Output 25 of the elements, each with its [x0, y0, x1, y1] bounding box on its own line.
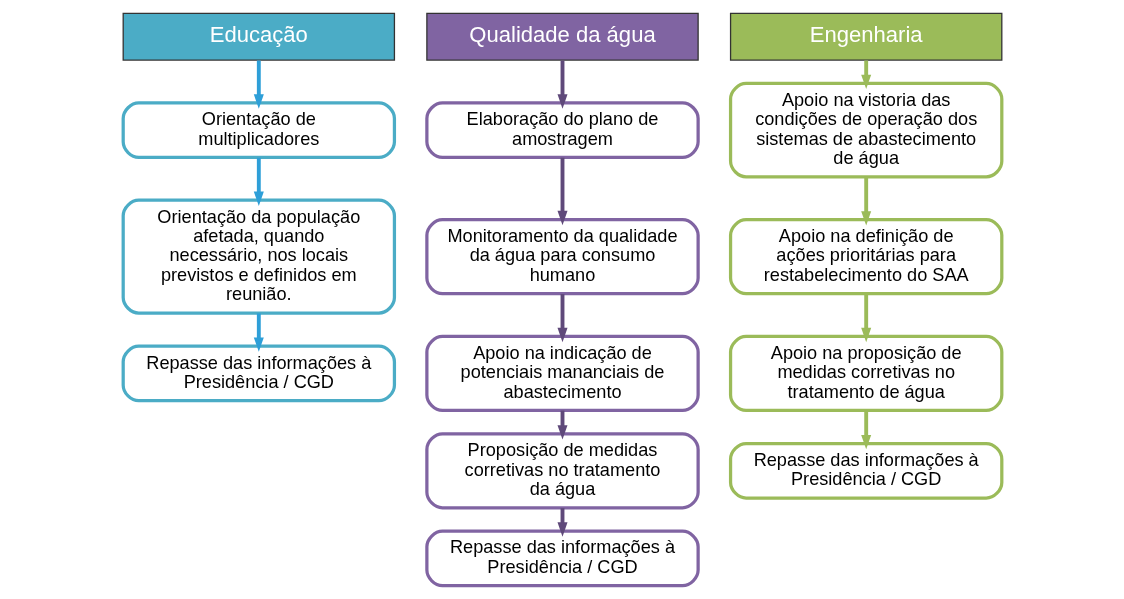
arrow [860, 60, 871, 90]
node-box: Repasse das informações à Presidência / CGD [424, 529, 700, 588]
node-box: Engenharia [729, 12, 1002, 61]
node-box: Elaboração do plano de amostragem [424, 101, 700, 159]
node-box: Apoio na proposição de medidas corretivas no tratamento de água [728, 334, 1003, 413]
arrow [860, 294, 871, 343]
node-box: Monitoramento da qualidade da água para consumo humano [424, 218, 700, 296]
arrow [557, 60, 567, 109]
arrow [557, 294, 567, 343]
node-box: Orientação de multiplicadores [121, 101, 396, 159]
arrow [860, 176, 871, 226]
node-box: Apoio na definição de ações prioritárias para restabelecimento do SAA [728, 218, 1003, 296]
node-box: Qualidade da água [425, 12, 699, 61]
arrow [253, 313, 264, 352]
node-box: Apoio na vistoria das condições de operação dos sistemas de abastecimento de água [728, 81, 1003, 179]
node-box: Orientação da população afetada, quando necessário, nos locais previstos e definidos em reunião. [121, 198, 396, 315]
arrow [253, 60, 264, 109]
arrow [253, 157, 264, 206]
node-box: Proposição de medidas corretivas no tratamento da água [424, 432, 700, 510]
node-box: Repasse das informações à Presidência / CGD [728, 441, 1003, 500]
node-box: Apoio na indicação de potenciais mananciais de abastecimento [424, 334, 700, 413]
arrow [860, 410, 871, 450]
node-box: Educação [122, 12, 395, 61]
arrow [557, 157, 567, 226]
node-box: Repasse das informações à Presidência / CGD [121, 344, 396, 403]
